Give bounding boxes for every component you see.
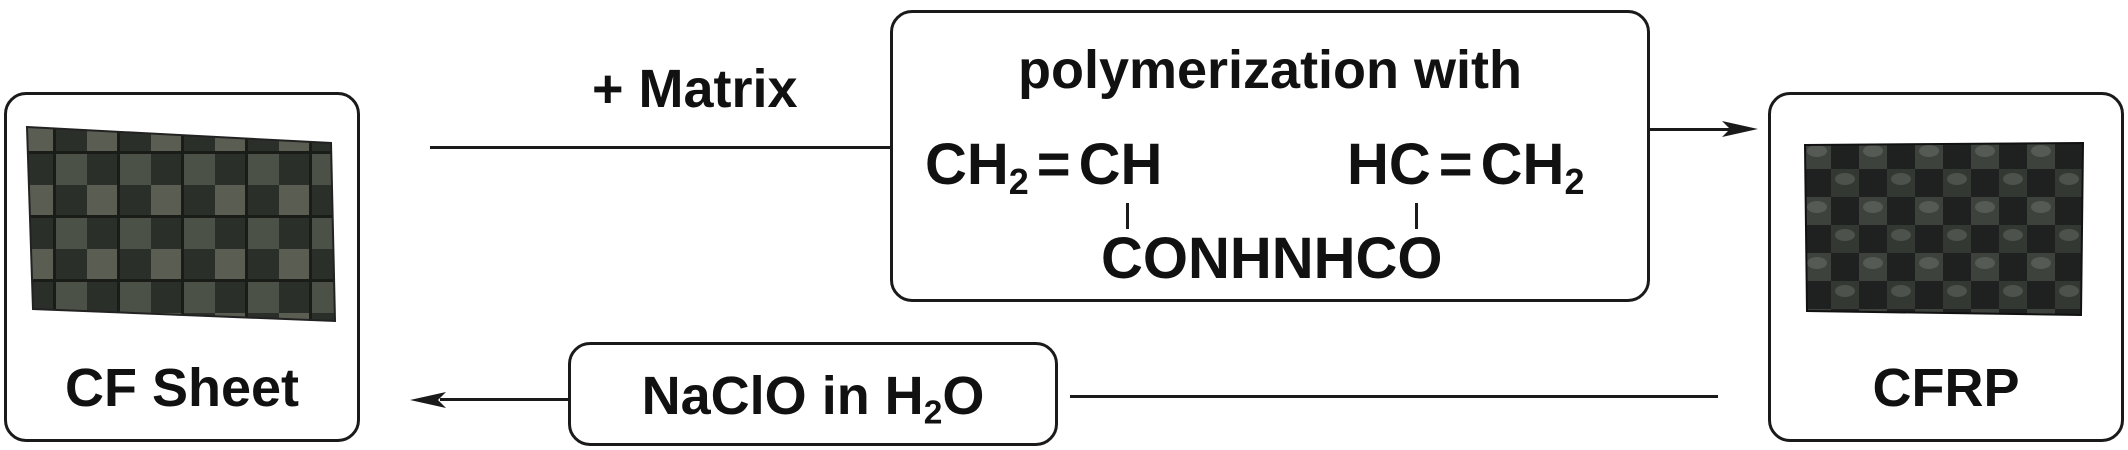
polymerization-box: polymerization with CH2=CH HC=CH2 CONHNH… <box>890 10 1650 302</box>
left-vertical-bond <box>1126 203 1129 229</box>
cfrp-photo <box>1803 141 2085 317</box>
left-arrow-icon <box>410 392 446 408</box>
formula-bridge: CONHNHCO <box>1101 226 1443 291</box>
bottom-reaction-line-right <box>1070 395 1718 398</box>
naclo-reagent-label: NaClO in H2O <box>641 366 985 432</box>
formula-left-vinyl: CH2=CH <box>925 132 1163 203</box>
matrix-reagent-label: + Matrix <box>592 59 798 119</box>
naclo-box: NaClO in H2O <box>568 342 1058 446</box>
cf-sheet-caption: CF Sheet <box>64 358 300 418</box>
cf-sheet-panel: CF Sheet <box>4 92 360 442</box>
cfrp-caption: CFRP <box>1872 358 2020 418</box>
cf-sheet-photo <box>25 125 337 323</box>
top-reaction-line-left <box>430 146 890 149</box>
cfrp-panel: CFRP <box>1768 92 2124 442</box>
top-reaction-line-right <box>1648 128 1734 131</box>
formula-right-vinyl: HC=CH2 <box>1347 132 1585 203</box>
polymerization-title: polymerization with <box>1017 40 1523 100</box>
bottom-reaction-line-left <box>440 398 568 401</box>
right-arrow-icon <box>1722 121 1758 137</box>
right-vertical-bond <box>1415 203 1418 229</box>
